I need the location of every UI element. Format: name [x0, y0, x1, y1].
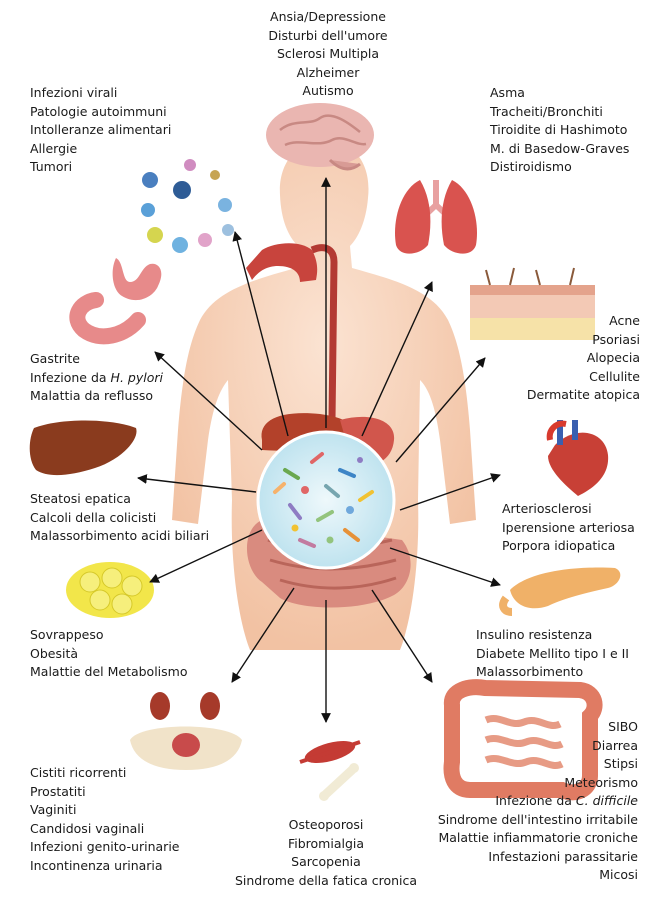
label-urinary-group: Cistiti ricorrenti Prostatiti Vaginiti C… [30, 764, 179, 875]
label-line: Ansia/Depressione [270, 9, 386, 24]
label-line: Infezione da C. difficile [410, 792, 638, 811]
label-line: Asma [490, 85, 525, 100]
label-line: Micosi [599, 867, 638, 882]
label-line: M. di Basedow-Graves [490, 140, 630, 156]
label-line: Malassorbimento acidi biliari [30, 528, 210, 543]
label-line: Incontinenza urinaria [30, 857, 163, 873]
label-fat-group: Sovrappeso Obesità Malattie del Metaboli… [30, 626, 188, 682]
label-line: Fibromialgia [287, 835, 365, 851]
label-line: Osteoporosi [288, 817, 364, 832]
label-line: Intolleranze alimentari [30, 122, 172, 137]
label-line: Sarcopenia [291, 854, 361, 869]
label-line: Malattia da reflusso [30, 388, 154, 403]
stomach-illustration [69, 258, 162, 345]
label-brain-group: Ansia/Depressione Disturbi dell'umore Sc… [228, 8, 428, 101]
label-liver-group: Steatosi epatica Calcoli della colicisti… [30, 490, 209, 546]
label-line: Infezioni virali [30, 85, 118, 100]
label-line: Diarrea [592, 737, 638, 753]
label-text: Infezione da [30, 369, 111, 385]
muscle-bone-illustration [299, 740, 361, 801]
label-line: Meteorismo [564, 774, 638, 790]
label-line: Infezioni genito-urinarie [30, 839, 180, 854]
label-stomach-group: Gastrite Infezione da H. pylori Malattia… [30, 350, 163, 406]
label-line: Patologie autoimmuni [30, 103, 167, 119]
label-line: Disturbi dell'umore [268, 27, 388, 43]
label-immune-group: Infezioni virali Patologie autoimmuni In… [30, 84, 171, 177]
label-line: Malattie del Metabolismo [30, 664, 188, 679]
label-line: Stipsi [603, 756, 638, 771]
label-line: Iperensione arteriosa [502, 519, 635, 535]
label-line: Malattie infiammatorie croniche [438, 830, 638, 845]
label-line: Cellulite [589, 368, 640, 384]
microbiome-circle [256, 430, 396, 570]
label-line: Infestazioni parassitarie [488, 848, 638, 864]
label-line: Tiroidite di Hashimoto [490, 122, 628, 137]
label-line: Gastrite [30, 351, 80, 366]
heart-illustration [546, 420, 609, 496]
label-line: Insulino resistenza [476, 627, 593, 642]
brain-illustration [266, 103, 374, 171]
label-pancreas-group: Insulino resistenza Diabete Mellito tipo… [476, 626, 629, 682]
label-line: Prostatiti [30, 783, 86, 799]
label-line: Sovrappeso [30, 627, 104, 642]
label-line: Allergie [30, 140, 78, 156]
digestive-tract-head [246, 243, 338, 421]
label-lungs-group: Asma Tracheiti/Bronchiti Tiroidite di Ha… [490, 84, 629, 177]
label-line: SIBO [608, 719, 638, 734]
skin-layers-illustration [470, 267, 595, 340]
label-line: Tracheiti/Bronchiti [490, 103, 603, 119]
label-line: Sindrome dell'intestino irritabile [437, 811, 638, 827]
label-line: Autismo [302, 83, 354, 98]
label-text: Infezione da [495, 793, 576, 808]
label-line: Candidosi vaginali [30, 820, 145, 836]
label-line: Obesità [30, 645, 79, 661]
connector-arrows [137, 177, 501, 723]
label-intestine-group: SIBO Diarrea Stipsi Meteorismo Infezione… [410, 718, 638, 885]
label-line: Infezione da H. pylori [30, 369, 163, 388]
label-line: Diabete Mellito tipo I e II [476, 645, 629, 661]
label-line: Sindrome della fatica cronica [234, 872, 418, 888]
label-italic-text: C. difficile [575, 793, 638, 808]
label-line: Alopecia [586, 350, 640, 365]
label-musculoskeletal-group: Osteoporosi Fibromialgia Sarcopenia Sind… [226, 816, 426, 890]
human-body-silhouette [172, 140, 476, 650]
intestine-illustration [443, 679, 603, 801]
label-italic-text: H. pylori [110, 369, 163, 385]
label-line: Arteriosclerosi [502, 501, 592, 516]
urinary-system-illustration [130, 692, 242, 770]
label-line: Tumori [30, 159, 73, 174]
label-line: Vaginiti [30, 802, 77, 817]
label-line: Steatosi epatica [30, 491, 131, 506]
label-line: Calcoli della colicisti [30, 509, 157, 525]
label-line: Porpora idiopatica [502, 538, 616, 553]
label-line: Malassorbimento [476, 664, 584, 679]
label-line: Sclerosi Multipla [276, 46, 380, 61]
fat-cells-illustration [66, 562, 154, 618]
label-skin-group: Acne Psoriasi Alopecia Cellulite Dermati… [490, 312, 640, 405]
label-heart-group: Arteriosclerosi Iperensione arteriosa Po… [502, 500, 635, 556]
label-line: Psoriasi [592, 331, 640, 347]
label-line: Dermatite atopica [526, 387, 640, 402]
liver-illustration [29, 420, 137, 476]
lungs-illustration [395, 180, 477, 254]
label-line: Cistiti ricorrenti [30, 765, 127, 780]
label-line: Distiroidismo [490, 159, 572, 174]
label-line: Acne [609, 313, 640, 328]
label-line: Alzheimer [296, 64, 360, 80]
immune-cells-illustration [141, 159, 234, 253]
pancreas-illustration [499, 567, 621, 616]
